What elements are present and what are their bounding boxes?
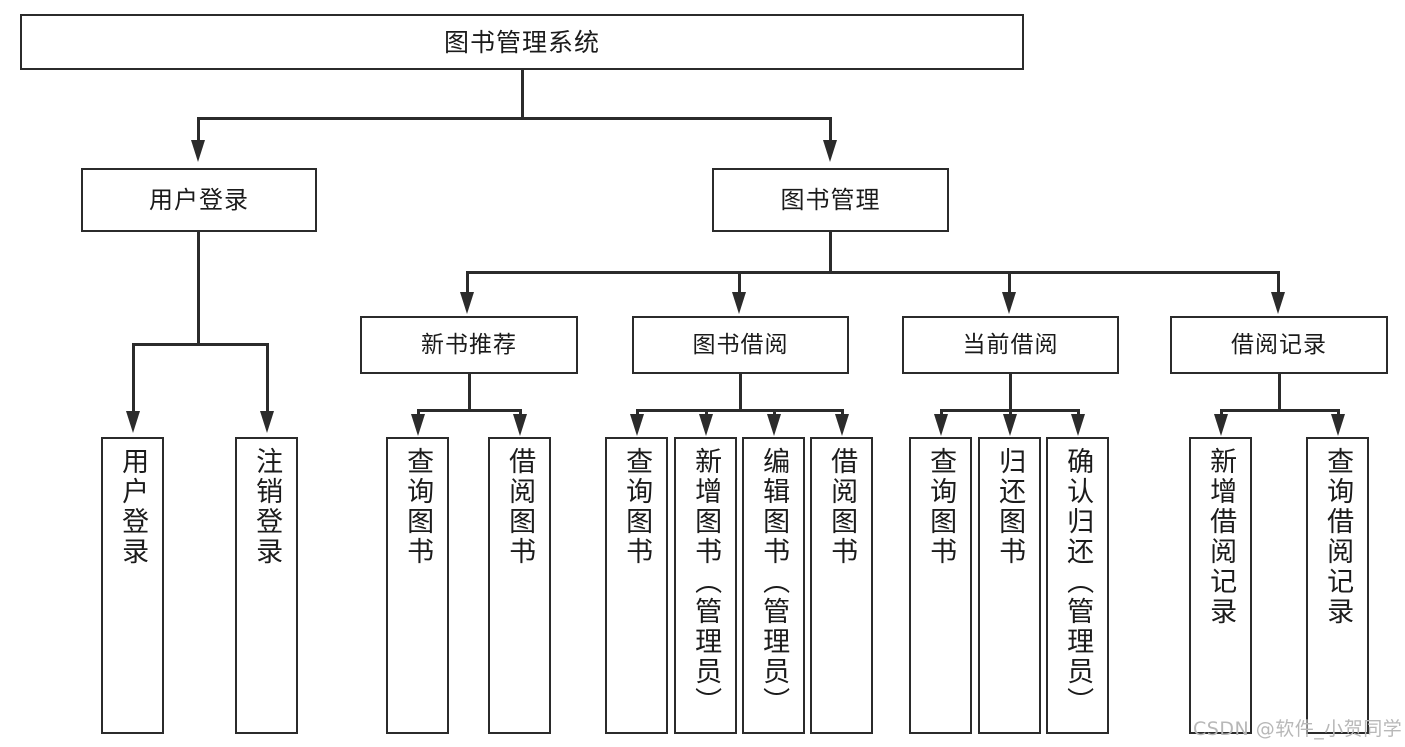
leaf-add-book-admin[interactable]: 新增图书（管理员） [674, 437, 737, 734]
node-label: 当前借阅 [962, 331, 1059, 358]
arrow-book-borrow-leaf3 [767, 414, 781, 436]
leaf-label: 新增借阅记录 [1205, 447, 1237, 627]
leaf-label: 查询图书 [402, 447, 434, 567]
node-label: 用户登录 [149, 186, 249, 214]
edge-to-book-borrow [738, 271, 741, 293]
edge-new-book-leaf2 [519, 409, 522, 417]
edge-root-stem [521, 70, 524, 118]
arrow-to-book-manage [823, 140, 837, 162]
leaf-search-borrow-record[interactable]: 查询借阅记录 [1306, 437, 1369, 734]
edge-to-user-login [197, 117, 200, 141]
arrow-to-borrow-record [1271, 292, 1285, 314]
arrow-user-login-leaf2 [260, 411, 274, 433]
arrow-current-borrow-leaf3 [1071, 414, 1085, 436]
edge-book-borrow-leaf4 [841, 409, 844, 417]
leaf-borrow-book[interactable]: 借阅图书 [810, 437, 873, 734]
edge-borrow-record-stem [1278, 374, 1281, 410]
leaf-label: 借阅图书 [826, 447, 858, 567]
leaf-label: 归还图书 [994, 447, 1026, 567]
edge-borrow-record-bus [1221, 409, 1338, 412]
edge-to-current-borrow [1008, 271, 1011, 293]
leaf-user-login[interactable]: 用户登录 [101, 437, 164, 734]
leaf-search-book-recommend[interactable]: 查询图书 [386, 437, 449, 734]
edge-book-borrow-stem [739, 374, 742, 410]
arrow-current-borrow-leaf2 [1003, 414, 1017, 436]
edge-current-borrow-leaf3 [1077, 409, 1080, 417]
arrow-to-book-borrow [732, 292, 746, 314]
node-label: 图书管理系统 [443, 27, 600, 57]
arrow-current-borrow-leaf1 [934, 414, 948, 436]
edge-current-borrow-leaf2 [1009, 409, 1012, 417]
arrow-book-borrow-leaf1 [630, 414, 644, 436]
csdn-watermark: CSDN @软件_小贺同学 [1193, 718, 1403, 740]
leaf-label: 确认归还（管理员） [1062, 447, 1094, 717]
edge-book-borrow-leaf3 [773, 409, 776, 417]
node-label: 图书管理 [780, 186, 881, 214]
edge-new-book-stem [468, 374, 471, 410]
edge-to-book-manage [829, 117, 832, 141]
arrow-book-borrow-leaf4 [835, 414, 849, 436]
edge-user-login-bus [133, 343, 267, 346]
node-root-system[interactable]: 图书管理系统 [20, 14, 1024, 70]
edge-to-new-book [466, 271, 469, 293]
leaf-logout[interactable]: 注销登录 [235, 437, 298, 734]
arrow-borrow-record-leaf1 [1214, 414, 1228, 436]
arrow-new-book-leaf2 [513, 414, 527, 436]
edge-to-borrow-record [1277, 271, 1280, 293]
node-user-login[interactable]: 用户登录 [81, 168, 317, 232]
edge-user-login-leaf2 [266, 343, 269, 412]
leaf-return-book[interactable]: 归还图书 [978, 437, 1041, 734]
node-book-borrow[interactable]: 图书借阅 [632, 316, 849, 374]
leaf-label: 借阅图书 [504, 447, 536, 567]
leaf-label: 用户登录 [117, 447, 149, 567]
node-borrow-record[interactable]: 借阅记录 [1170, 316, 1388, 374]
edge-book-borrow-bus [637, 409, 842, 412]
leaf-edit-book-admin[interactable]: 编辑图书（管理员） [742, 437, 805, 734]
edge-new-book-leaf1 [417, 409, 420, 417]
edge-user-login-leaf1 [132, 343, 135, 412]
leaf-search-book-borrow[interactable]: 查询图书 [605, 437, 668, 734]
node-label: 借阅记录 [1231, 331, 1327, 358]
leaf-label: 查询借阅记录 [1322, 447, 1354, 627]
node-label: 图书借阅 [692, 331, 789, 358]
edge-borrow-record-leaf2 [1337, 409, 1340, 417]
arrow-to-new-book [460, 292, 474, 314]
leaf-label: 查询图书 [621, 447, 653, 567]
leaf-label: 查询图书 [925, 447, 957, 567]
arrow-borrow-record-leaf2 [1331, 414, 1345, 436]
edge-current-borrow-leaf1 [940, 409, 943, 417]
edge-current-borrow-stem [1009, 374, 1012, 410]
arrow-to-current-borrow [1002, 292, 1016, 314]
leaf-search-book-current[interactable]: 查询图书 [909, 437, 972, 734]
node-book-management[interactable]: 图书管理 [712, 168, 949, 232]
edge-book-borrow-leaf1 [636, 409, 639, 417]
leaf-label: 注销登录 [251, 447, 283, 567]
arrow-book-borrow-leaf2 [699, 414, 713, 436]
edge-level2-bus [198, 117, 832, 120]
arrow-user-login-leaf1 [126, 411, 140, 433]
leaf-confirm-return-admin[interactable]: 确认归还（管理员） [1046, 437, 1109, 734]
arrow-new-book-leaf1 [411, 414, 425, 436]
arrow-to-user-login [191, 140, 205, 162]
leaf-add-borrow-record[interactable]: 新增借阅记录 [1189, 437, 1252, 734]
edge-level3-bus [467, 271, 1279, 274]
node-new-book-recommend[interactable]: 新书推荐 [360, 316, 578, 374]
leaf-label: 编辑图书（管理员） [758, 447, 790, 717]
edge-borrow-record-leaf1 [1220, 409, 1223, 417]
node-label: 新书推荐 [421, 331, 517, 358]
edge-book-manage-stem [829, 232, 832, 272]
leaf-borrow-book-recommend[interactable]: 借阅图书 [488, 437, 551, 734]
edge-user-login-stem [197, 232, 200, 344]
edge-book-borrow-leaf2 [705, 409, 708, 417]
node-current-borrow[interactable]: 当前借阅 [902, 316, 1119, 374]
leaf-label: 新增图书（管理员） [690, 447, 722, 717]
edge-new-book-bus [418, 409, 520, 412]
